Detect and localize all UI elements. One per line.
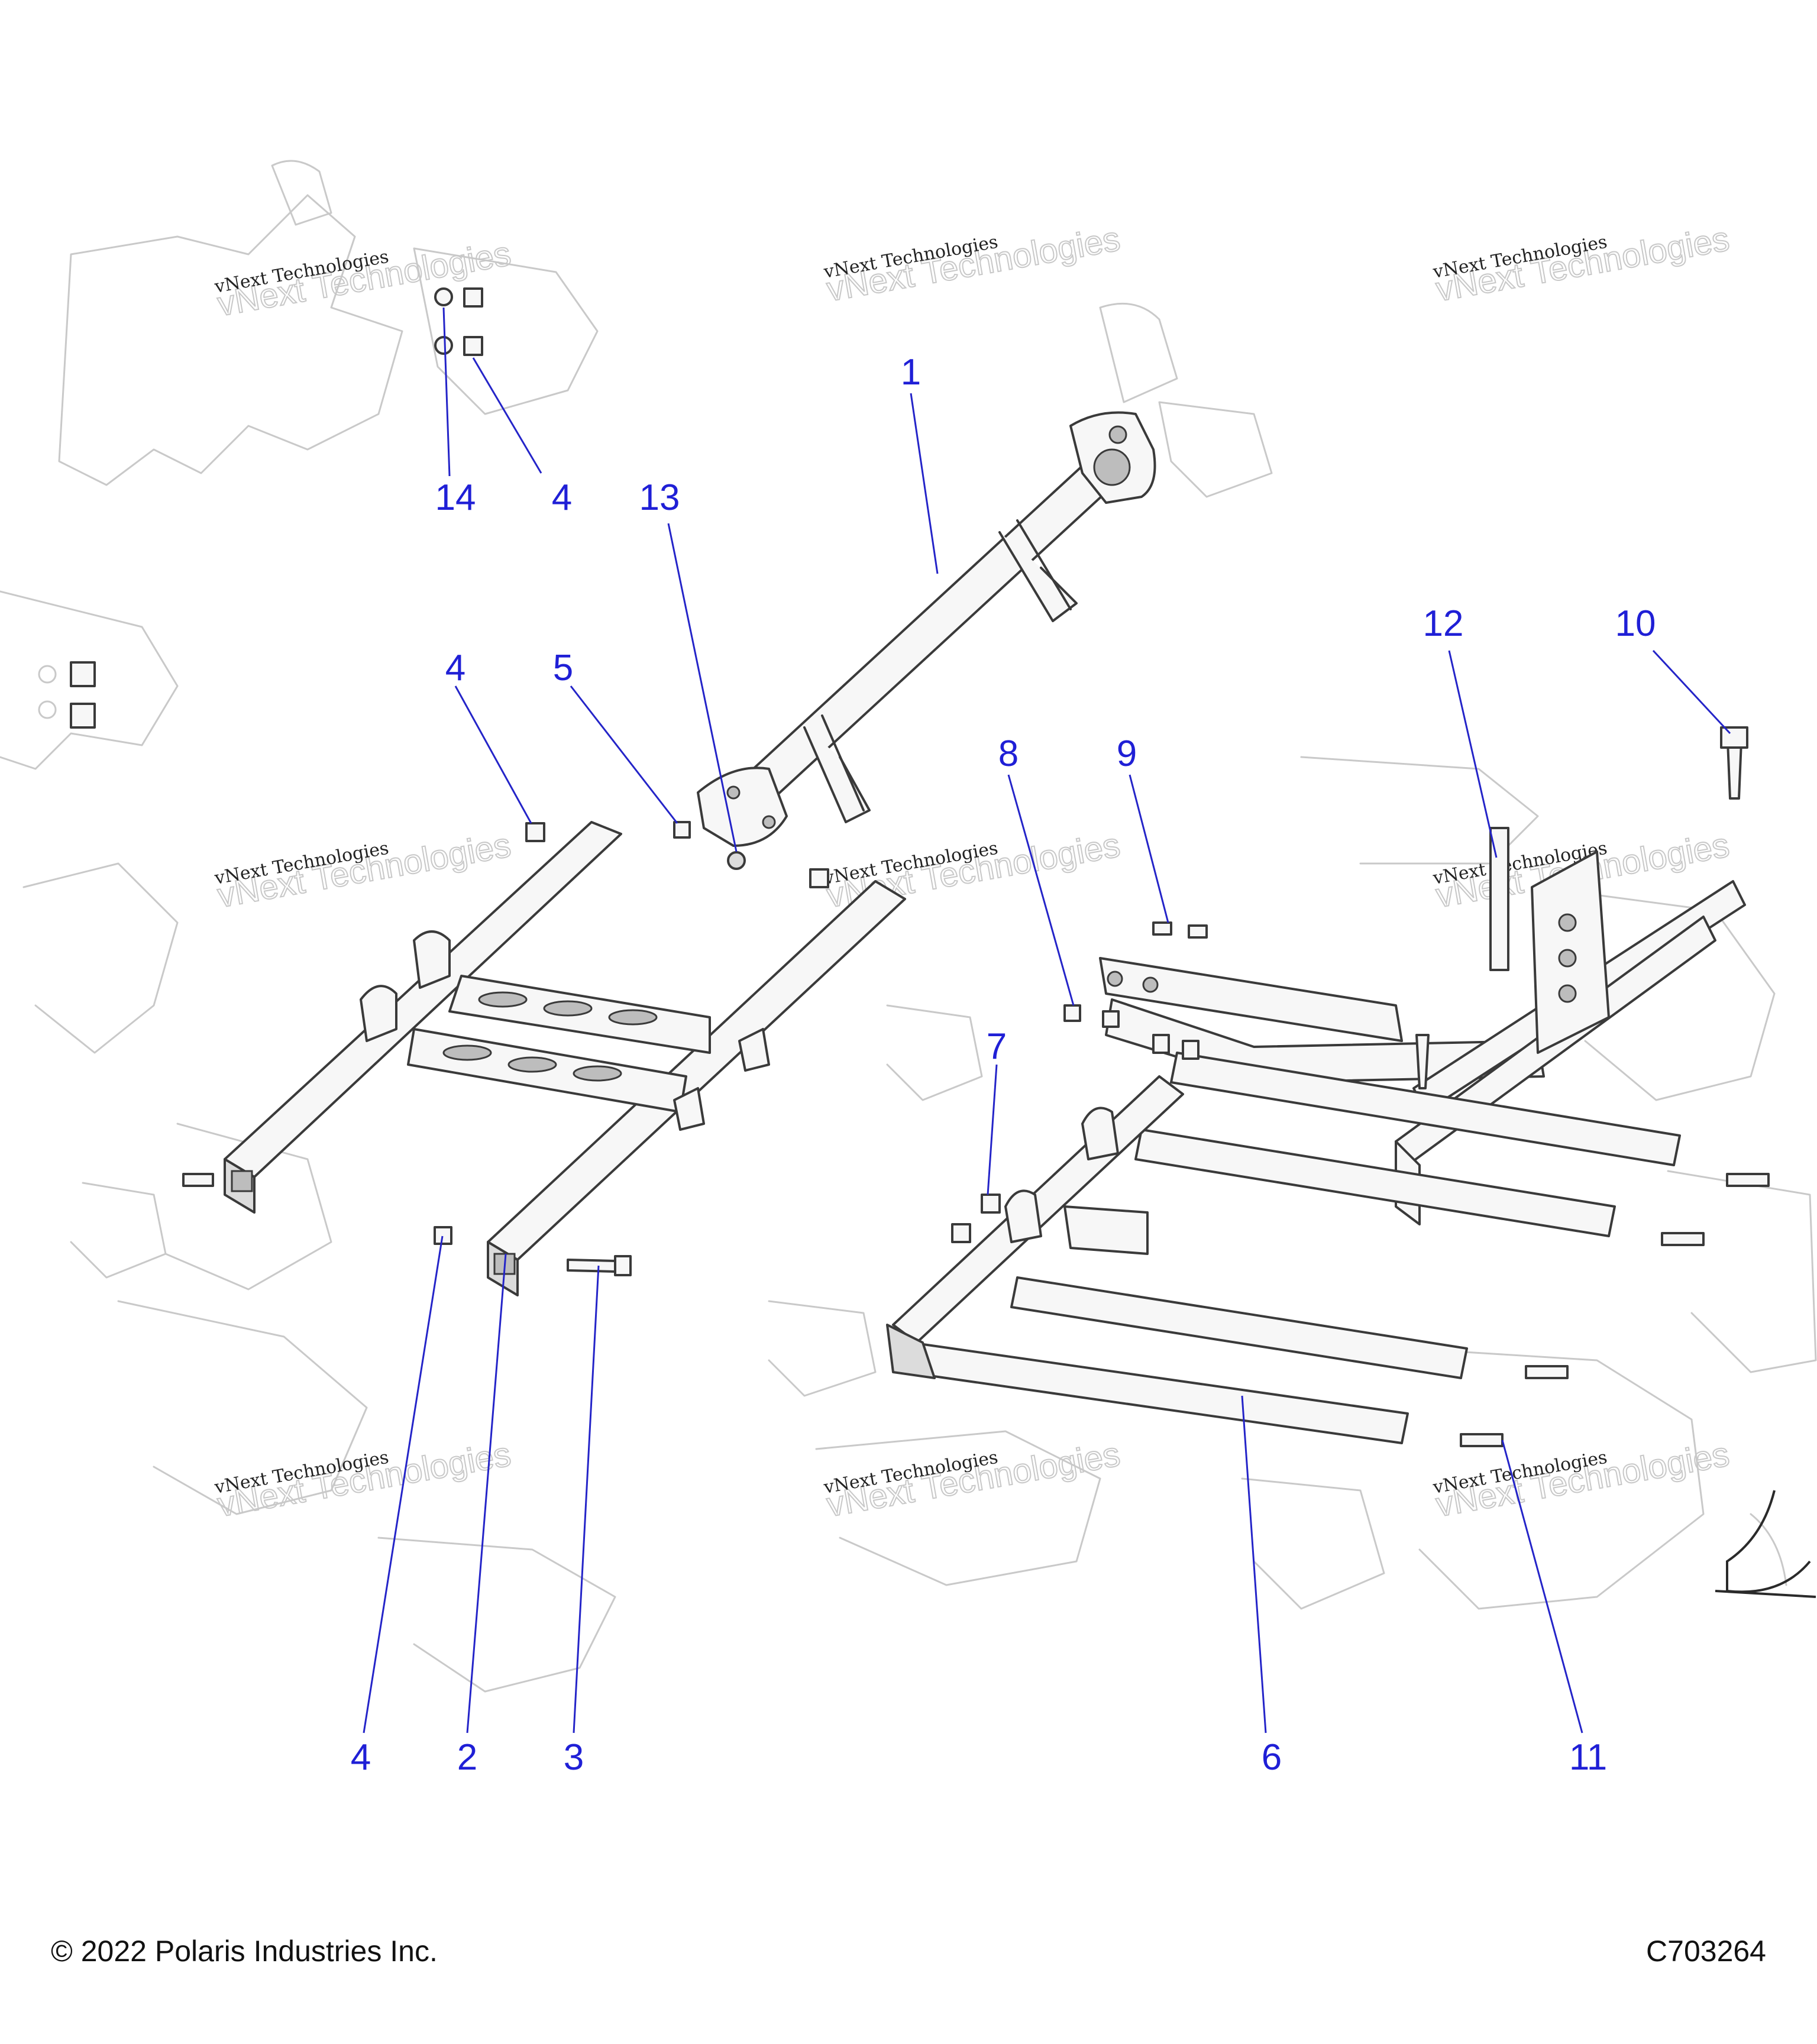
bolt-mid-a <box>1152 1034 1170 1054</box>
leader-9 <box>1129 774 1169 923</box>
bolt-11 <box>1460 1433 1504 1447</box>
leader-7 <box>987 1064 998 1195</box>
callout-1: 1 <box>901 352 921 393</box>
bolt-mid-b <box>1182 1040 1200 1060</box>
callout-7: 7 <box>987 1026 1007 1067</box>
part-right-floor-frame <box>886 827 1746 1444</box>
leader-8 <box>1007 774 1075 1006</box>
fasteners <box>182 287 1770 1447</box>
bolt-9-b <box>1188 924 1208 939</box>
callout-4-bottom: 4 <box>351 1737 371 1778</box>
bolt-right-3 <box>1525 1365 1569 1379</box>
callout-4-top: 4 <box>552 477 572 518</box>
callout-3: 3 <box>564 1737 584 1778</box>
nut-8-b <box>1102 1010 1120 1028</box>
drawing-number: C703264 <box>1646 1935 1766 1968</box>
callout-numbers: 1 14 4 13 12 10 4 5 8 9 7 4 2 3 6 11 <box>351 352 1656 1778</box>
bolt-mid-c <box>1415 1034 1430 1089</box>
nut-4-top <box>463 287 483 308</box>
callout-13: 13 <box>639 477 680 518</box>
leader-3 <box>573 1265 600 1733</box>
nut-right-upper <box>809 868 829 888</box>
leader-13 <box>667 523 738 852</box>
nut-4-top-2 <box>463 336 483 356</box>
leader-5 <box>570 685 678 824</box>
callout-14: 14 <box>435 477 476 518</box>
callout-11: 11 <box>1569 1737 1607 1778</box>
leader-4-top <box>472 357 542 474</box>
leader-lines <box>363 307 1731 1733</box>
part-upper-tube-bar <box>697 411 1156 847</box>
bolt-7-b <box>981 1194 1001 1214</box>
bolt-left-end <box>182 1173 214 1187</box>
nut-8-a <box>1063 1004 1081 1022</box>
callout-10: 10 <box>1615 603 1656 644</box>
watermark-top-right: vNext Technologies vNext Technologies <box>1431 219 1732 309</box>
nut-4-mid <box>525 822 545 842</box>
watermark-bottom-left: vNext Technologies vNext Technologies <box>212 1434 514 1525</box>
bolt-right-2 <box>1661 1232 1705 1246</box>
washer-14-top-2 <box>434 336 453 355</box>
watermark-bottom-mid: vNext Technologies vNext Technologies <box>822 1434 1123 1525</box>
bolt-3 <box>567 1259 616 1273</box>
part-left-ladder-frame <box>224 821 906 1296</box>
bolt-9-a <box>1152 921 1172 936</box>
callout-8: 8 <box>998 733 1019 774</box>
leader-2 <box>466 1253 507 1733</box>
watermark-mid-left: vNext Technologies vNext Technologies <box>212 825 514 916</box>
leader-4-bottom <box>363 1236 444 1733</box>
callout-6: 6 <box>1262 1737 1282 1778</box>
callout-9: 9 <box>1117 733 1137 774</box>
watermark-top-mid: vNext Technologies vNext Technologies <box>822 219 1123 309</box>
nut-4-bottom <box>434 1226 452 1245</box>
leader-4-mid <box>454 685 532 824</box>
leader-12 <box>1448 650 1498 858</box>
leader-11 <box>1501 1440 1583 1733</box>
copyright-text: © 2022 Polaris Industries Inc. <box>51 1935 438 1968</box>
washer-14-top <box>434 287 453 306</box>
callout-2: 2 <box>457 1737 477 1778</box>
leader-1 <box>910 393 939 574</box>
nut-13 <box>727 851 746 870</box>
bolt-7-a <box>951 1223 971 1243</box>
callout-5: 5 <box>553 648 573 688</box>
callout-4-mid: 4 <box>445 648 465 688</box>
leader-14 <box>442 307 451 477</box>
leader-6 <box>1241 1395 1267 1733</box>
watermark-top-left: vNext Technologies vNext Technologies <box>212 234 514 324</box>
callout-12: 12 <box>1423 603 1464 644</box>
bolt-right-1 <box>1726 1173 1770 1187</box>
nut-5 <box>673 821 691 839</box>
leader-10 <box>1652 649 1731 735</box>
